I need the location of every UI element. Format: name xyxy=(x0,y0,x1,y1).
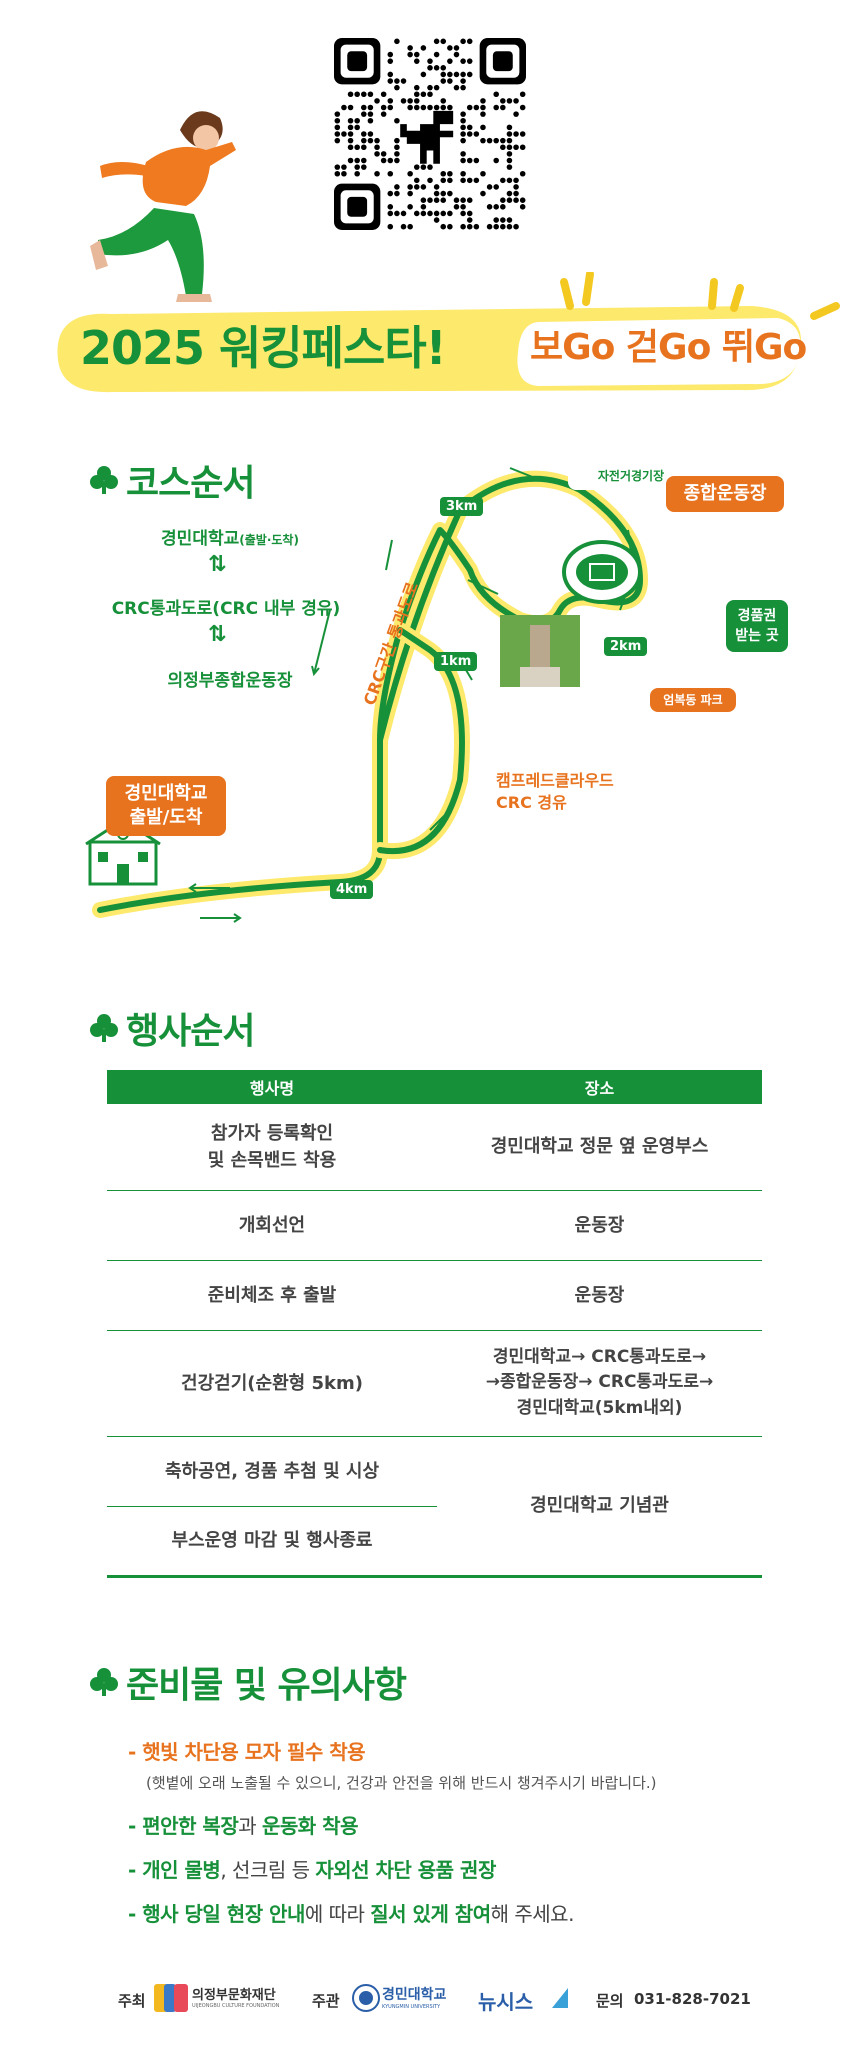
host-label: 주최 xyxy=(118,1992,146,2010)
spark-lines xyxy=(560,272,840,320)
park-label: 엄복동 파크 xyxy=(650,688,736,712)
updown-arrow-icon: ⇅ xyxy=(208,622,227,647)
university-seal-icon xyxy=(352,1984,380,2012)
event-name: 개회선언 xyxy=(107,1190,437,1261)
events-heading: 행사순서 xyxy=(88,1002,255,1054)
note-water: - 개인 물병, 선크림 등 자외선 차단 용품 권장 xyxy=(128,1858,496,1882)
table-row: 축하공연, 경품 추첨 및 시상 경민대학교 기념관 xyxy=(107,1436,762,1578)
note-hat-detail: (햇볕에 오래 노출될 수 있으니, 건강과 안전을 위해 반드시 챙겨주시기 … xyxy=(146,1774,657,1792)
stadium-label: 종합운동장 xyxy=(666,476,784,512)
event-subtitle: 보Go 걷Go 뛰Go xyxy=(530,327,807,368)
event-name: 준비체조 후 출발 xyxy=(107,1260,437,1331)
host-name: 의정부문화재단 UIJEONGBU CULTURE FOUNDATION xyxy=(192,1988,280,2009)
qr-code[interactable] xyxy=(334,38,526,230)
km-marker-1: 1km xyxy=(434,652,478,671)
media-mark-icon xyxy=(552,1988,568,2008)
events-table: 행사명 장소 참가자 등록확인 및 손목밴드 착용 경민대학교 정문 옆 운영부… xyxy=(107,1070,762,1578)
km-marker-3: 3km xyxy=(440,497,484,516)
course-step-1: 경민대학교(출발·도착) xyxy=(161,529,299,549)
runner-illustration xyxy=(90,111,236,302)
media-logo: 뉴시스 xyxy=(478,1990,534,2014)
clover-icon xyxy=(90,1668,118,1696)
host-logo-icon xyxy=(154,1984,188,2012)
event-place: 경민대학교 정문 옆 운영부스 xyxy=(437,1104,762,1191)
event-name: 부스운영 마감 및 행사종료 xyxy=(107,1506,437,1578)
dino-icon xyxy=(400,110,454,164)
table-row: 준비체조 후 출발 운동장 xyxy=(107,1260,762,1331)
updown-arrow-icon: ⇅ xyxy=(208,552,227,577)
course-heading: 코스순서 xyxy=(88,454,255,506)
course-step-3: 의정부종합운동장 xyxy=(167,671,293,691)
table-row: 부스운영 마감 및 행사종료 xyxy=(107,1506,762,1578)
event-place: 경민대학교 기념관 xyxy=(437,1436,762,1578)
course-step-2: CRC통과도로(CRC 내부 경유) xyxy=(111,599,341,619)
km-marker-2: 2km xyxy=(604,637,648,656)
event-name: 참가자 등록확인 및 손목밴드 착용 xyxy=(107,1104,437,1191)
event-place: 운동장 xyxy=(437,1190,762,1261)
title-banner xyxy=(57,306,802,393)
organizer-name: 경민대학교 KYUNGMIN UNIVERSITY xyxy=(382,1987,447,2010)
clover-icon xyxy=(90,1014,118,1042)
col-header-name: 행사명 xyxy=(107,1070,437,1104)
note-hat: - 햇빛 차단용 모자 필수 착용 xyxy=(128,1740,366,1764)
event-name: 건강걷기(순환형 5km) xyxy=(107,1330,437,1437)
table-row: 개회선언 운동장 xyxy=(107,1190,762,1261)
km-marker-4: 4km xyxy=(330,880,374,899)
event-name: 축하공연, 경품 추첨 및 시상 xyxy=(107,1436,437,1507)
notes-heading: 준비물 및 유의사항 xyxy=(88,1656,407,1708)
col-header-place: 장소 xyxy=(437,1070,762,1104)
park-statue-image xyxy=(500,615,580,687)
event-place: 운동장 xyxy=(437,1260,762,1331)
table-row: 참가자 등록확인 및 손목밴드 착용 경민대학교 정문 옆 운영부스 xyxy=(107,1104,762,1191)
stadium-icon xyxy=(562,540,642,604)
contact-label: 문의 xyxy=(596,1992,624,2010)
school-building-icon xyxy=(85,818,161,886)
event-title: 2025 워킹페스타! xyxy=(80,321,447,375)
note-guidance: - 행사 당일 현장 안내에 따라 질서 있게 참여해 주세요. xyxy=(128,1902,574,1926)
organizer-label: 주관 xyxy=(312,1992,340,2010)
note-clothing: - 편안한 복장과 운동화 착용 xyxy=(128,1814,358,1838)
clover-icon xyxy=(90,466,118,494)
contact-number[interactable]: 031-828-7021 xyxy=(634,1990,751,2008)
event-place: 경민대학교→ CRC통과도로→ →종합운동장→ CRC통과도로→ 경민대학교(5… xyxy=(437,1330,762,1437)
table-row: 건강걷기(순환형 5km) 경민대학교→ CRC통과도로→ →종합운동장→ CR… xyxy=(107,1330,762,1437)
